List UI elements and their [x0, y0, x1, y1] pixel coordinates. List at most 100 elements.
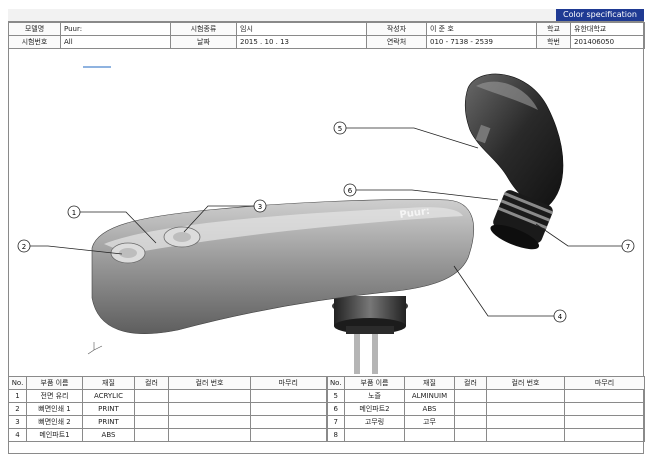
- rubber-rings: [490, 190, 554, 250]
- part-name: 메인파트2: [344, 402, 405, 416]
- parts-header-row: No. 부품 이름 재질 컬러 컬러 번호 마무리 No. 부품 이름 재질 컬…: [8, 376, 645, 390]
- school-label: 학교: [536, 22, 571, 36]
- test-number-label: 시험번호: [8, 35, 61, 49]
- test-number-value: All: [60, 35, 171, 49]
- spout-head: [464, 73, 564, 250]
- part-material: ACRYLIC: [82, 389, 135, 403]
- front-glass-buttons: [110, 226, 201, 264]
- callout-3: 3: [253, 199, 267, 213]
- part-no: 6: [325, 402, 345, 416]
- brand-logo: Puur:: [399, 206, 431, 221]
- part-material: ABS: [82, 428, 135, 442]
- accent-mark: [83, 66, 111, 68]
- header-info-table: 모델명 Puur: 시험종류 임시 작성자 이 준 호 학교 유한대학교 시험번…: [8, 22, 645, 49]
- col-finish: 마무리: [564, 376, 645, 390]
- part-material: ABS: [404, 402, 455, 416]
- part-finish: [564, 428, 645, 442]
- part-finish: [250, 402, 327, 416]
- part-no: 5: [325, 389, 345, 403]
- part-color-number: [168, 415, 251, 429]
- svg-text:5: 5: [338, 125, 342, 133]
- col-no: No.: [8, 376, 27, 390]
- part-material: [404, 428, 455, 442]
- callout-2: 2: [17, 239, 31, 253]
- table-row: 4 메인파트1 ABS 8: [8, 428, 645, 442]
- part-color: [134, 402, 169, 416]
- svg-text:4: 4: [558, 313, 563, 321]
- part-name: 노즐: [344, 389, 405, 403]
- col-color-number: 컬러 번호: [486, 376, 565, 390]
- part-color-number: [486, 428, 565, 442]
- callout-6: 6: [343, 183, 357, 197]
- contact-label: 연락처: [366, 35, 427, 49]
- title-banner: Color specification: [8, 9, 644, 22]
- col-part-name: 부품 이름: [26, 376, 83, 390]
- part-no: 1: [8, 389, 27, 403]
- part-color-number: [168, 428, 251, 442]
- part-color-number: [486, 415, 565, 429]
- col-color: 컬러: [134, 376, 169, 390]
- svg-text:1: 1: [72, 209, 76, 217]
- callout-1: 1: [67, 205, 81, 219]
- part-name: 고무링: [344, 415, 405, 429]
- part-material: ALMINUIM: [404, 389, 455, 403]
- date-value: 2015 . 10 . 13: [236, 35, 367, 49]
- col-part-name: 부품 이름: [344, 376, 405, 390]
- svg-text:7: 7: [626, 243, 630, 251]
- part-no: 8: [325, 428, 345, 442]
- part-no: 7: [325, 415, 345, 429]
- model-name-label: 모델명: [8, 22, 61, 36]
- part-name: 뻐면인쇄 1: [26, 402, 83, 416]
- callout-leaders: [30, 127, 622, 317]
- part-material: PRINT: [82, 402, 135, 416]
- student-id-value: 201406050: [570, 35, 645, 49]
- part-no: 4: [8, 428, 27, 442]
- part-color: [454, 389, 487, 403]
- part-material: PRINT: [82, 415, 135, 429]
- part-color: [454, 428, 487, 442]
- student-id-label: 학번: [536, 35, 571, 49]
- date-label: 날짜: [170, 35, 237, 49]
- part-name: 전면 유리: [26, 389, 83, 403]
- part-color-number: [486, 402, 565, 416]
- part-finish: [250, 428, 327, 442]
- callout-markers: 1 2 3 4 5 6 7: [17, 121, 635, 323]
- author-label: 작성자: [366, 22, 427, 36]
- svg-text:2: 2: [22, 243, 26, 251]
- callout-4: 4: [553, 309, 567, 323]
- part-no: 3: [8, 415, 27, 429]
- svg-text:6: 6: [348, 187, 353, 195]
- supply-pipes: [354, 328, 378, 374]
- part-color-number: [168, 402, 251, 416]
- part-name: 뻐면인쇄 2: [26, 415, 83, 429]
- part-color: [454, 415, 487, 429]
- part-name: [344, 428, 405, 442]
- col-color-number: 컬러 번호: [168, 376, 251, 390]
- part-finish: [250, 415, 327, 429]
- callout-7: 7: [621, 239, 635, 253]
- model-name-value: Puur:: [60, 22, 171, 36]
- col-material: 재질: [82, 376, 135, 390]
- part-finish: [250, 389, 327, 403]
- svg-text:3: 3: [258, 203, 262, 211]
- part-color: [134, 428, 169, 442]
- part-color: [134, 415, 169, 429]
- part-name: 메인파트1: [26, 428, 83, 442]
- test-type-value: 임시: [236, 22, 367, 36]
- table-row: 3 뻐면인쇄 2 PRINT 7 고무링 고무: [8, 415, 645, 429]
- author-value: 이 준 호: [426, 22, 537, 36]
- part-material: 고무: [404, 415, 455, 429]
- part-color-number: [168, 389, 251, 403]
- base-collar: [332, 296, 408, 334]
- part-finish: [564, 402, 645, 416]
- table-row: 1 전면 유리 ACRYLIC 5 노즐 ALMINUIM: [8, 389, 645, 403]
- part-color: [134, 389, 169, 403]
- product-rendering: Puur: 1: [17, 73, 635, 374]
- test-type-label: 시험종류: [170, 22, 237, 36]
- col-color: 컬러: [454, 376, 487, 390]
- sheet-title: Color specification: [556, 9, 644, 21]
- col-no: No.: [325, 376, 345, 390]
- col-material: 재질: [404, 376, 455, 390]
- part-finish: [564, 389, 645, 403]
- header-row: 모델명 Puur: 시험종류 임시 작성자 이 준 호 학교 유한대학교: [8, 22, 645, 36]
